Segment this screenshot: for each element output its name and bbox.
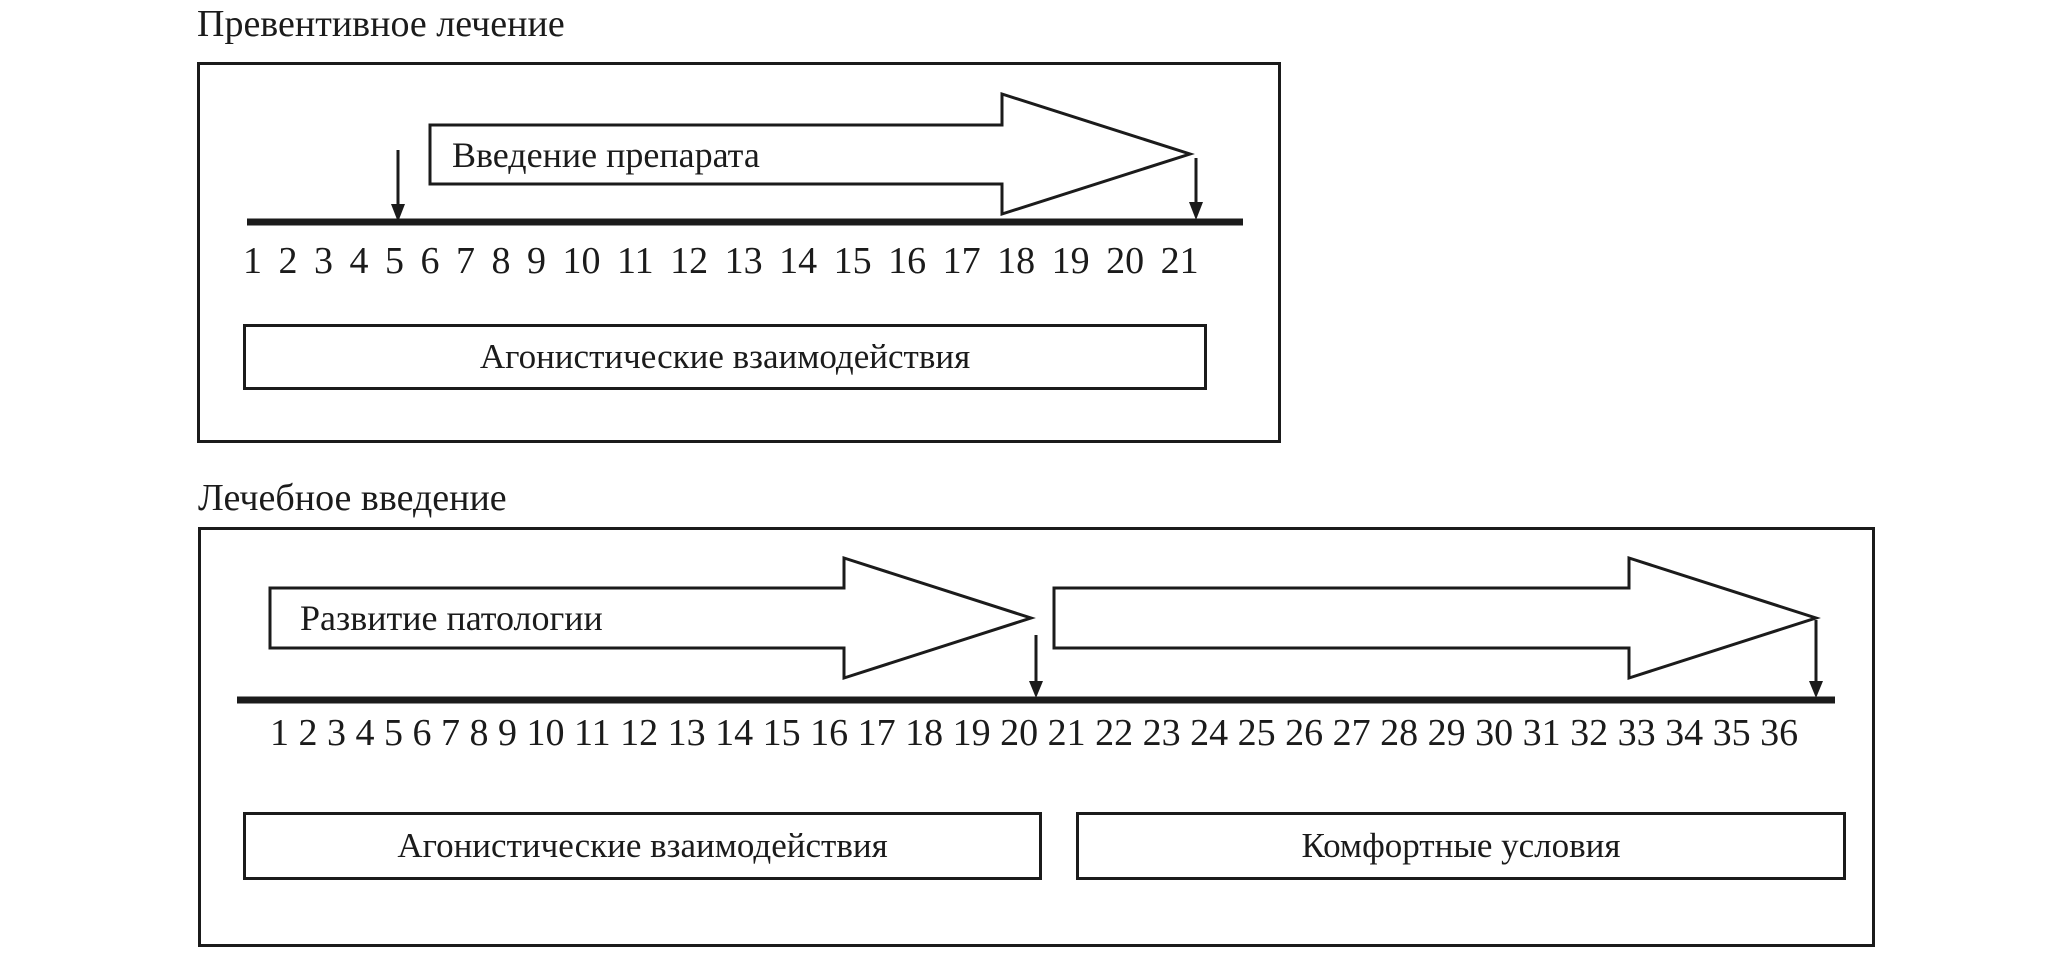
therapeutic-timeline-numbers: 1 2 3 4 5 6 7 8 9 10 11 12 13 14 15 16 1…: [270, 712, 1799, 754]
preventive-panel-title: Превентивное лечение: [197, 3, 565, 45]
pathology-arrow-label: Развитие патологии: [300, 598, 603, 638]
agonistic-interactions-label: Агонистические взаимодействия: [397, 826, 888, 865]
day21-marker-arrow: [1189, 158, 1203, 220]
agonistic-interactions-label: Агонистические взаимодействия: [479, 337, 971, 376]
day5-marker-arrow: [391, 150, 405, 222]
preventive-timeline-numbers: 1 2 3 4 5 6 7 8 9 10 11 12 13 14 15 16 1…: [243, 240, 1199, 282]
drug-administration-arrow: [428, 91, 1195, 217]
drug-arrow-label: Введение препарата: [452, 135, 760, 175]
day36-marker-arrow: [1809, 620, 1823, 698]
preventive-panel: Введение препарата 1 2 3 4 5 6 7 8 9 10 …: [197, 62, 1281, 443]
comfort-conditions-box: Комфортные условия: [1076, 812, 1846, 880]
therapeutic-panel-title: Лечебное введение: [198, 477, 507, 519]
therapeutic-timeline-graphics: [237, 555, 1835, 704]
agonistic-interactions-box: Агонистические взаимодействия: [243, 812, 1042, 880]
day20-21-marker-arrow: [1029, 635, 1043, 698]
agonistic-interactions-box: Агонистические взаимодействия: [243, 324, 1207, 390]
therapeutic-panel: Развитие патологии 1 2 3 4 5 6 7 8 9 10 …: [198, 527, 1875, 947]
continuation-arrow: [1052, 555, 1821, 681]
pathology-development-arrow: [268, 555, 1036, 681]
preventive-timeline-graphics: [247, 91, 1243, 226]
comfort-conditions-label: Комфортные условия: [1301, 826, 1621, 865]
